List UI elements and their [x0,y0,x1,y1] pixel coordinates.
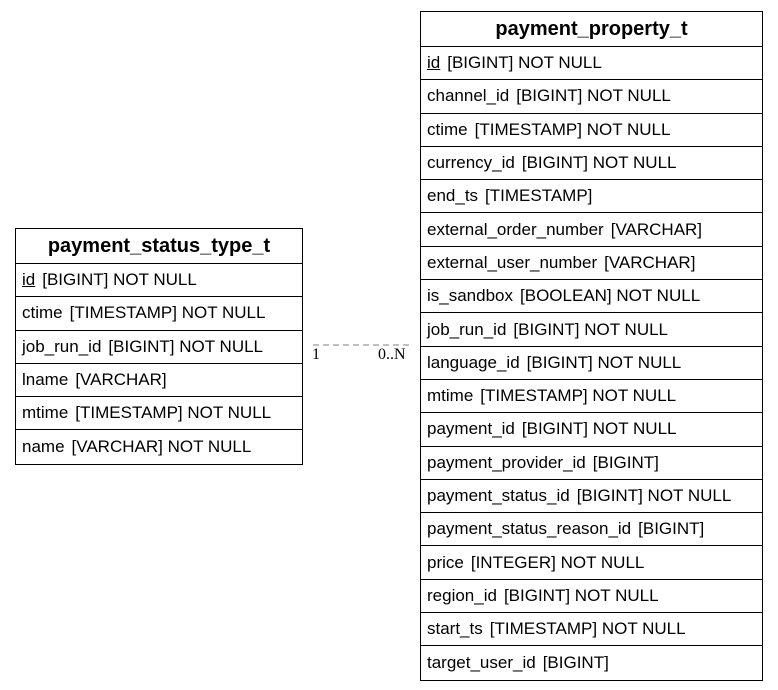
entity-title: payment_status_type_t [16,229,302,264]
column-name: end_ts [427,186,479,206]
column-type: [BIGINT] [592,452,659,472]
column-row: ctime [TIMESTAMP] NOT NULL [421,114,762,147]
column-name: region_id [427,585,497,605]
column-row: payment_provider_id [BIGINT] [421,447,762,480]
column-type: [VARCHAR] [610,219,703,239]
column-type: [TIMESTAMP] [485,186,593,206]
column-row: end_ts [TIMESTAMP] [421,180,762,214]
column-type: [VARCHAR] NOT NULL [71,437,252,457]
column-row: job_run_id [BIGINT] NOT NULL [421,313,762,347]
column-name: mtime [22,403,69,423]
column-type: [TIMESTAMP] NOT NULL [75,403,272,423]
column-row: external_user_number [VARCHAR] [421,247,762,281]
column-name: language_id [427,352,520,372]
column-row: job_run_id [BIGINT] NOT NULL [16,331,302,364]
column-type: [VARCHAR] [75,370,167,390]
column-row: external_order_number [VARCHAR] [421,213,762,247]
column-name: price [427,552,464,572]
column-type: [BIGINT] [542,652,609,672]
column-name: payment_status_id [427,486,570,505]
column-name: target_user_id [427,652,536,672]
column-row: channel_id [BIGINT] NOT NULL [421,80,762,114]
column-type: [BIGINT] NOT NULL [513,319,669,339]
column-name: ctime [22,303,63,323]
column-type: [BIGINT] NOT NULL [447,53,602,73]
column-type: [BIGINT] NOT NULL [526,352,682,372]
column-type: [BIGINT] [638,519,705,539]
column-name: mtime [427,386,474,406]
column-type: [BIGINT] NOT NULL [42,270,197,290]
column-name: is_sandbox [427,286,514,306]
column-type: [TIMESTAMP] NOT NULL [480,386,677,406]
cardinality-from-label: 1 [312,346,320,363]
column-name: channel_id [427,86,510,106]
column-type: [BOOLEAN] NOT NULL [520,286,701,306]
column-name: job_run_id [427,319,507,339]
entity-payment-status-type-t: payment_status_type_t id [BIGINT] NOT NUL… [15,228,303,465]
column-name: start_ts [427,619,483,639]
column-type: [BIGINT] NOT NULL [503,585,659,605]
column-row: currency_id [BIGINT] NOT NULL [421,147,762,181]
primary-key-column-name: id [22,270,36,290]
column-row: language_id [BIGINT] NOT NULL [421,347,762,380]
column-row: target_user_id [BIGINT] [421,646,762,679]
column-name: ctime [427,119,468,139]
column-row: id [BIGINT] NOT NULL [16,264,302,298]
column-row: start_ts [TIMESTAMP] NOT NULL [421,613,762,647]
column-row: mtime [TIMESTAMP] NOT NULL [421,380,762,414]
column-name: payment_status_reason_id [427,519,632,539]
entity-title: payment_property_t [421,12,762,47]
column-row: lname [VARCHAR] [16,364,302,398]
column-type: [BIGINT] NOT NULL [576,486,732,505]
column-row: payment_id [BIGINT] NOT NULL [421,413,762,447]
column-list: id [BIGINT] NOT NULL ctime [TIMESTAMP] NOT … [16,264,302,464]
column-row: ctime [TIMESTAMP] NOT NULL [16,297,302,331]
column-name: name [22,437,65,457]
column-name: payment_provider_id [427,452,586,472]
column-name: payment_id [427,419,515,439]
column-name: job_run_id [22,336,102,356]
cardinality-to-label: 0..N [378,346,406,363]
column-name: external_user_number [427,252,598,272]
column-type: [TIMESTAMP] NOT NULL [489,619,686,639]
column-type: [BIGINT] NOT NULL [521,153,677,173]
column-row: id [BIGINT] NOT NULL [421,47,762,81]
primary-key-column-name: id [427,53,441,73]
column-name: lname [22,370,69,390]
column-row: name [VARCHAR] NOT NULL [16,430,302,463]
column-list: id [BIGINT] NOT NULL channel_id [BIGINT] NO… [421,47,762,680]
column-name: currency_id [427,153,515,173]
column-row: is_sandbox [BOOLEAN] NOT NULL [421,280,762,314]
column-type: [BIGINT] NOT NULL [521,419,677,439]
column-type: [TIMESTAMP] NOT NULL [69,303,266,323]
column-type: [INTEGER] NOT NULL [470,552,645,572]
column-row: mtime [TIMESTAMP] NOT NULL [16,397,302,431]
column-row: price [INTEGER] NOT NULL [421,546,762,580]
column-row: region_id [BIGINT] NOT NULL [421,580,762,614]
column-row: payment_status_id [BIGINT] NOT NULL [421,480,762,514]
column-name: external_order_number [427,219,604,239]
column-type: [BIGINT] NOT NULL [516,86,671,106]
column-type: [TIMESTAMP] NOT NULL [474,119,671,139]
column-type: [VARCHAR] [604,252,696,272]
column-type: [BIGINT] NOT NULL [108,336,264,356]
column-row: payment_status_reason_id [BIGINT] [421,513,762,547]
